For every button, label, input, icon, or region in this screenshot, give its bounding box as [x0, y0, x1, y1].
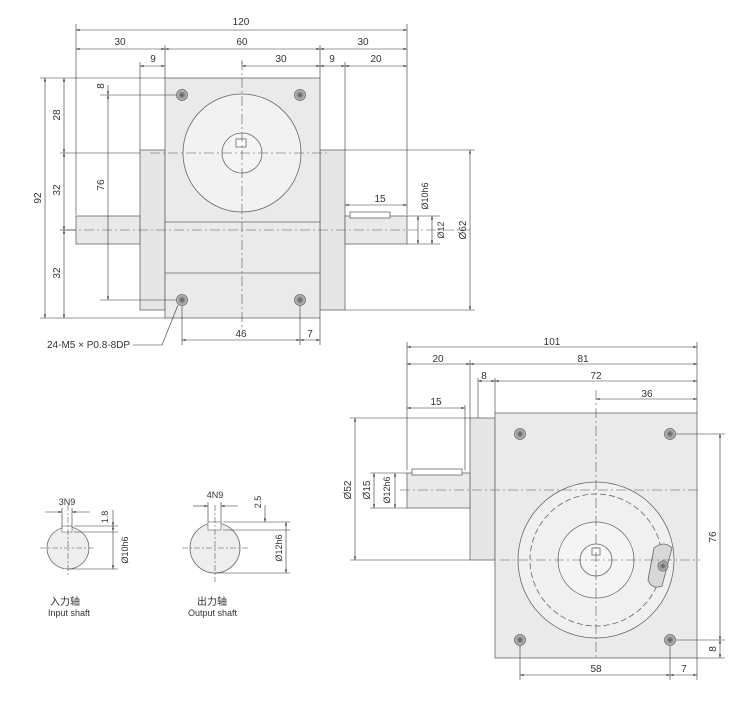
side-dim-overall-width: 101 — [544, 337, 561, 348]
input-tol: Ø10h6 — [120, 536, 130, 563]
input-shaft-label-cn: 入力轴 — [50, 595, 80, 608]
output-shaft-label-en: Output shaft — [188, 608, 238, 618]
dim-right-shaft: 30 — [357, 37, 369, 48]
dim-right-shaft-len: 20 — [370, 54, 382, 65]
front-view — [75, 77, 408, 319]
side-boss — [469, 417, 496, 561]
side-dim-hole-pitch-h: 58 — [590, 664, 602, 675]
side-dim-shaft-len: 20 — [432, 354, 444, 365]
side-dim-hole-offset-side: 7 — [681, 664, 687, 675]
side-dim-shaft-tol: Ø12h6 — [382, 476, 392, 503]
dim-overall-width: 120 — [233, 17, 250, 28]
side-shaft — [406, 472, 471, 509]
side-dim-center-offset: 36 — [641, 389, 653, 400]
thread-callout: 24-M5 × P0.8-8DP — [47, 340, 130, 351]
dim-hole-offset-side: 7 — [307, 329, 313, 340]
side-dim-hole-offset-bottom: 8 — [708, 646, 719, 652]
dim-shaft-tol: Ø10h6 — [420, 182, 430, 209]
side-dim-gap: 8 — [481, 371, 487, 382]
side-dim-hole-pitch-v: 76 — [708, 531, 719, 543]
input-key-width: 3N9 — [59, 497, 76, 507]
output-shaft-label-cn: 出力轴 — [197, 595, 227, 608]
dim-hole-pitch-v: 76 — [96, 179, 107, 191]
input-shaft-label-en: Input shaft — [48, 608, 91, 618]
dim-hole-pitch-h: 46 — [235, 329, 247, 340]
front-mount-holes — [176, 89, 306, 306]
side-centerlines — [400, 390, 700, 660]
input-key-depth: 1.8 — [100, 511, 110, 524]
side-dim-body-len: 81 — [577, 354, 589, 365]
dim-half-body: 30 — [275, 54, 287, 65]
input-shaft-detail: 3N9 1.8 Ø10h6 入力轴 Input shaft — [40, 497, 130, 618]
dim-mid-section: 32 — [52, 184, 63, 196]
output-key-width: 4N9 — [207, 490, 224, 500]
side-dim-body-main: 72 — [590, 371, 602, 382]
side-mount-holes — [514, 428, 676, 646]
dim-hole-offset-top: 8 — [96, 83, 107, 89]
dim-top-section: 28 — [52, 109, 63, 121]
side-view — [406, 412, 698, 659]
front-dimension-texts: 120 30 60 30 9 30 9 20 8 28 92 32 32 76 … — [33, 17, 469, 351]
output-tol: Ø12h6 — [274, 534, 284, 561]
dim-flange-dia: Ø62 — [458, 220, 469, 239]
dim-left-shaft: 30 — [114, 37, 126, 48]
dim-gap-right: 9 — [329, 54, 335, 65]
side-dim-shaft-dia: Ø15 — [362, 480, 373, 499]
dim-gap-left: 9 — [150, 54, 156, 65]
side-dimension-texts: 101 20 81 8 72 36 15 Ø52 Ø15 Ø12h6 76 8 … — [343, 337, 719, 675]
side-dimension-lines — [350, 342, 725, 680]
side-dim-flange-dia: Ø52 — [343, 480, 354, 499]
dim-bottom-section: 32 — [52, 267, 63, 279]
front-dimension-lines — [40, 24, 475, 346]
output-shaft-detail: 4N9 2.5 Ø12h6 出力轴 Output shaft — [182, 490, 290, 618]
dim-overall-height: 92 — [33, 192, 44, 204]
output-key-depth: 2.5 — [253, 496, 263, 509]
dim-body-width: 60 — [236, 37, 248, 48]
dim-shaft-dia: Ø12 — [436, 221, 446, 238]
grease-fitting — [647, 543, 673, 588]
front-centerlines — [66, 60, 470, 330]
side-dim-key-len: 15 — [430, 397, 442, 408]
dim-key-len: 15 — [374, 194, 386, 205]
